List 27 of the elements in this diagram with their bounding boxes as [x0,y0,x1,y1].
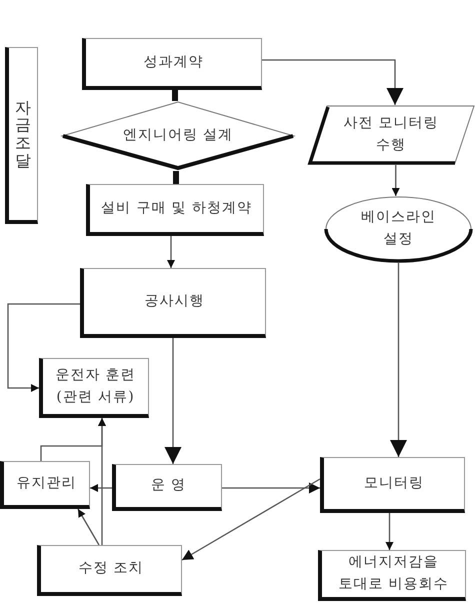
arrow [182,478,320,561]
arrow [262,59,404,105]
connector-line [172,90,178,101]
process-box: 수정 조치 [37,545,182,596]
decision-diamond: 엔지니어링 설계 [60,101,296,171]
arrow [7,303,80,392]
process-box: 공사시행 [80,268,266,338]
io-parallelogram: 사전 모니터링 수행 [307,105,475,165]
process-box: 운전자 훈련 (관련 서류) [39,358,149,418]
process-box: 성과계약 [82,38,262,90]
side-process-box: 자금조달 [5,47,38,224]
terminal-ellipse: 베이스라인 설정 [324,195,473,263]
arrow [167,236,175,268]
process-box: 모니터링 [320,457,465,513]
arrow [90,484,112,492]
process-box: 운 영 [112,464,222,511]
arrow [40,418,106,461]
arrow [164,338,182,464]
process-box: 유지관리 [0,461,90,509]
connector-line [173,171,179,184]
process-box: 에너지저감을 토대로 비용회수 [318,550,466,601]
arrow [392,165,400,196]
process-box: 설비 구매 및 하청계약 [86,184,264,236]
arrow [386,513,394,550]
arrow [390,263,407,457]
arrow [77,508,100,546]
arrow [222,482,320,494]
